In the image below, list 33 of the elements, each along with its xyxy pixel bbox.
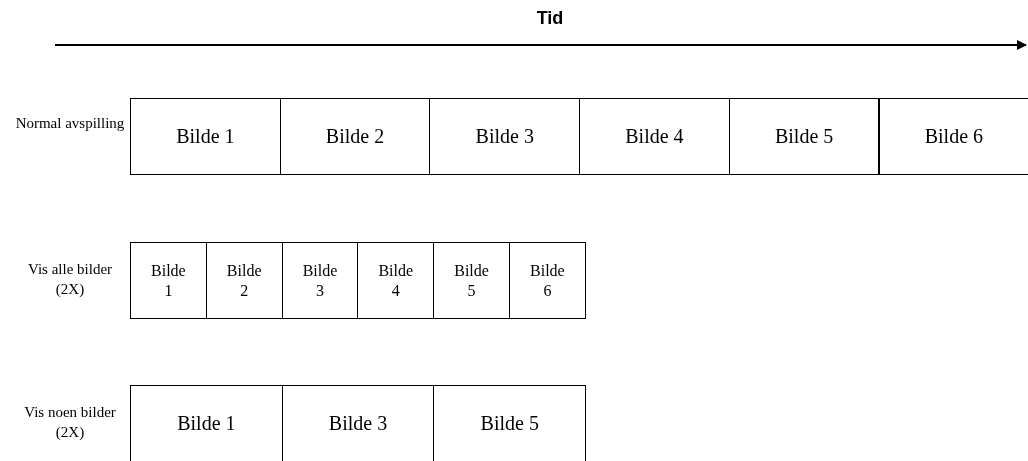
frame-label: Bilde 5 [774,124,834,149]
frame-box [357,242,435,319]
frame-box [728,98,880,175]
frame-label: Bilde 2 [325,124,385,149]
frame-box [433,385,587,461]
frame-label: Bilde 4 [377,260,415,301]
row-label: Vis alle bilder (2X) [26,260,114,300]
frame-box [433,242,510,319]
frame-box [429,98,581,175]
frame-label: Bilde 1 [150,260,187,301]
frame-box [281,242,359,319]
frame-label: Bilde 5 [453,260,490,301]
row-label: Vis noen bilder (2X) [23,403,117,443]
frame-box [130,98,281,175]
frame-label: Bilde 6 [529,260,566,301]
row-label: Normal avspilling [15,114,125,133]
frame-label: Bilde 3 [328,411,388,436]
frame-box [579,98,730,175]
axis-title: Tid [535,8,565,29]
frame-label: Bilde 6 [924,124,983,149]
frame-label: Bilde 3 [475,124,534,149]
frame-box [878,98,1028,175]
frame-box [130,242,207,319]
frame-box [130,385,283,461]
frame-box [279,98,431,175]
frame-label: Bilde 1 [176,124,235,149]
frame-label: Bilde 2 [225,260,263,301]
frame-box [509,242,586,319]
frame-box [205,242,283,319]
frame-label: Bilde 5 [480,411,539,436]
frame-label: Bilde 4 [625,124,684,149]
frame-label: Bilde 1 [177,411,236,436]
frame-label: Bilde 3 [301,260,339,301]
